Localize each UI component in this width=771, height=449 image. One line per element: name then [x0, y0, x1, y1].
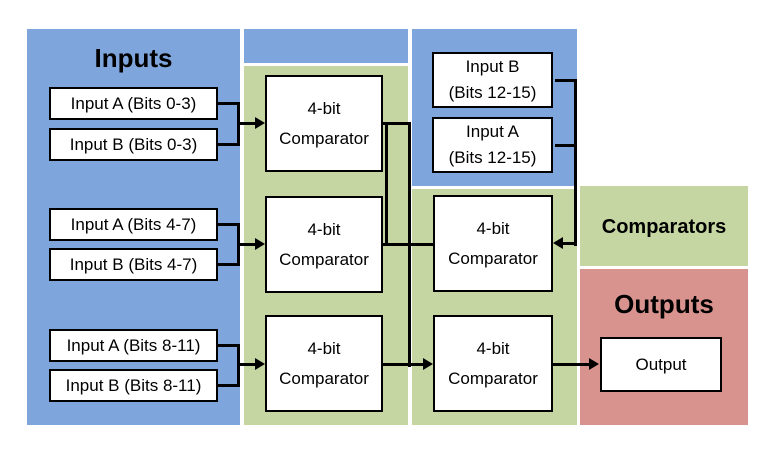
output-label: Output — [635, 354, 687, 374]
wire-input-b-12-15 — [555, 79, 577, 82]
comparator1-label-line1: 4-bit — [307, 98, 341, 118]
wire-input-b-8-11 — [218, 384, 240, 387]
comparator1-label-line2: Comparator — [279, 128, 369, 148]
input-b-bits-0-3-label: Input B (Bits 0-3) — [69, 134, 198, 154]
wire-comparator1-output-stub — [383, 122, 411, 125]
inputs-region-middle-top — [244, 29, 408, 63]
comparator5-label-line2: Comparator — [448, 368, 538, 388]
comparators-label-region — [580, 186, 748, 266]
input-a-bits-4-7-box: Input A (Bits 4-7) — [49, 208, 218, 241]
input-b-bits-12-15-label-line2: (Bits 12-15) — [448, 83, 537, 102]
input-a-bits-8-11-box: Input A (Bits 8-11) — [49, 329, 218, 362]
comparator3-label-line1: 4-bit — [307, 338, 341, 358]
input-a-bits-4-7-label: Input A (Bits 4-7) — [70, 214, 197, 234]
arrowhead-comparator5-input — [423, 358, 433, 370]
arrowhead-comparator2-input — [255, 238, 265, 250]
arrowhead-comparator4-input-right — [553, 237, 563, 249]
comparator2-label-line1: 4-bit — [307, 219, 341, 239]
input-a-bits-8-11-label: Input A (Bits 8-11) — [66, 335, 201, 355]
comparator3-box: 4-bit Comparator — [265, 315, 383, 412]
output-box: Output — [600, 337, 722, 392]
inputs-region-title: Inputs — [94, 43, 173, 73]
wire-input-a-4-7 — [218, 223, 240, 226]
wire-input-a-8-11 — [218, 344, 240, 347]
input-b-bits-12-15-box: Input B (Bits 12-15) — [432, 52, 553, 108]
wire-to-comparator2 — [237, 243, 256, 246]
arrowhead-comparator1-input — [255, 117, 265, 129]
wire-input-a-0-3 — [218, 102, 240, 105]
comparator5-box: 4-bit Comparator — [433, 315, 553, 412]
arrowhead-output-input — [589, 358, 599, 370]
input-a-bits-12-15-box: Input A (Bits 12-15) — [432, 117, 553, 173]
input-a-bits-0-3-label: Input A (Bits 0-3) — [70, 93, 197, 113]
input-b-bits-8-11-box: Input B (Bits 8-11) — [49, 369, 218, 402]
input-b-bits-12-15-label-line1: Input B — [465, 57, 520, 76]
input-a-bits-12-15-label-line1: Input A — [466, 122, 519, 141]
comparators-region-title: Comparators — [601, 216, 727, 238]
input-b-bits-0-3-box: Input B (Bits 0-3) — [49, 128, 218, 161]
outputs-region-title: Outputs — [614, 289, 714, 319]
wire-comparator1-drop-left — [385, 122, 388, 246]
wire-input-a-12-15 — [555, 144, 577, 147]
wire-input-b-0-3 — [218, 143, 240, 146]
wire-to-comparator4-right — [563, 242, 577, 245]
wire-comparator5-to-output — [553, 363, 590, 366]
input-a-bits-12-15-label-line2: (Bits 12-15) — [448, 148, 537, 167]
wire-to-comparator3 — [237, 363, 256, 366]
comparator1-box: 4-bit Comparator — [265, 75, 383, 172]
input-b-bits-8-11-label: Input B (Bits 8-11) — [65, 375, 202, 395]
comparator3-label-line2: Comparator — [279, 368, 369, 388]
wire-to-comparator1 — [237, 122, 256, 125]
comparator2-box: 4-bit Comparator — [265, 196, 383, 293]
comparator5-label-line1: 4-bit — [476, 338, 510, 358]
comparator2-label-line2: Comparator — [279, 249, 369, 269]
wire-comparator2-to-comparator4 — [383, 243, 433, 246]
comparator4-label-line1: 4-bit — [476, 218, 510, 238]
wire-input-b-4-7 — [218, 263, 240, 266]
wire-merge-12-15-vertical — [574, 79, 577, 246]
comparator4-label-line2: Comparator — [448, 248, 538, 268]
arrowhead-comparator3-input — [255, 358, 265, 370]
input-a-bits-0-3-box: Input A (Bits 0-3) — [49, 87, 218, 120]
input-b-bits-4-7-box: Input B (Bits 4-7) — [49, 248, 218, 281]
comparator4-box: 4-bit Comparator — [433, 195, 553, 292]
input-b-bits-4-7-label: Input B (Bits 4-7) — [69, 254, 198, 274]
wire-comparator3-to-comparator5 — [383, 363, 424, 366]
